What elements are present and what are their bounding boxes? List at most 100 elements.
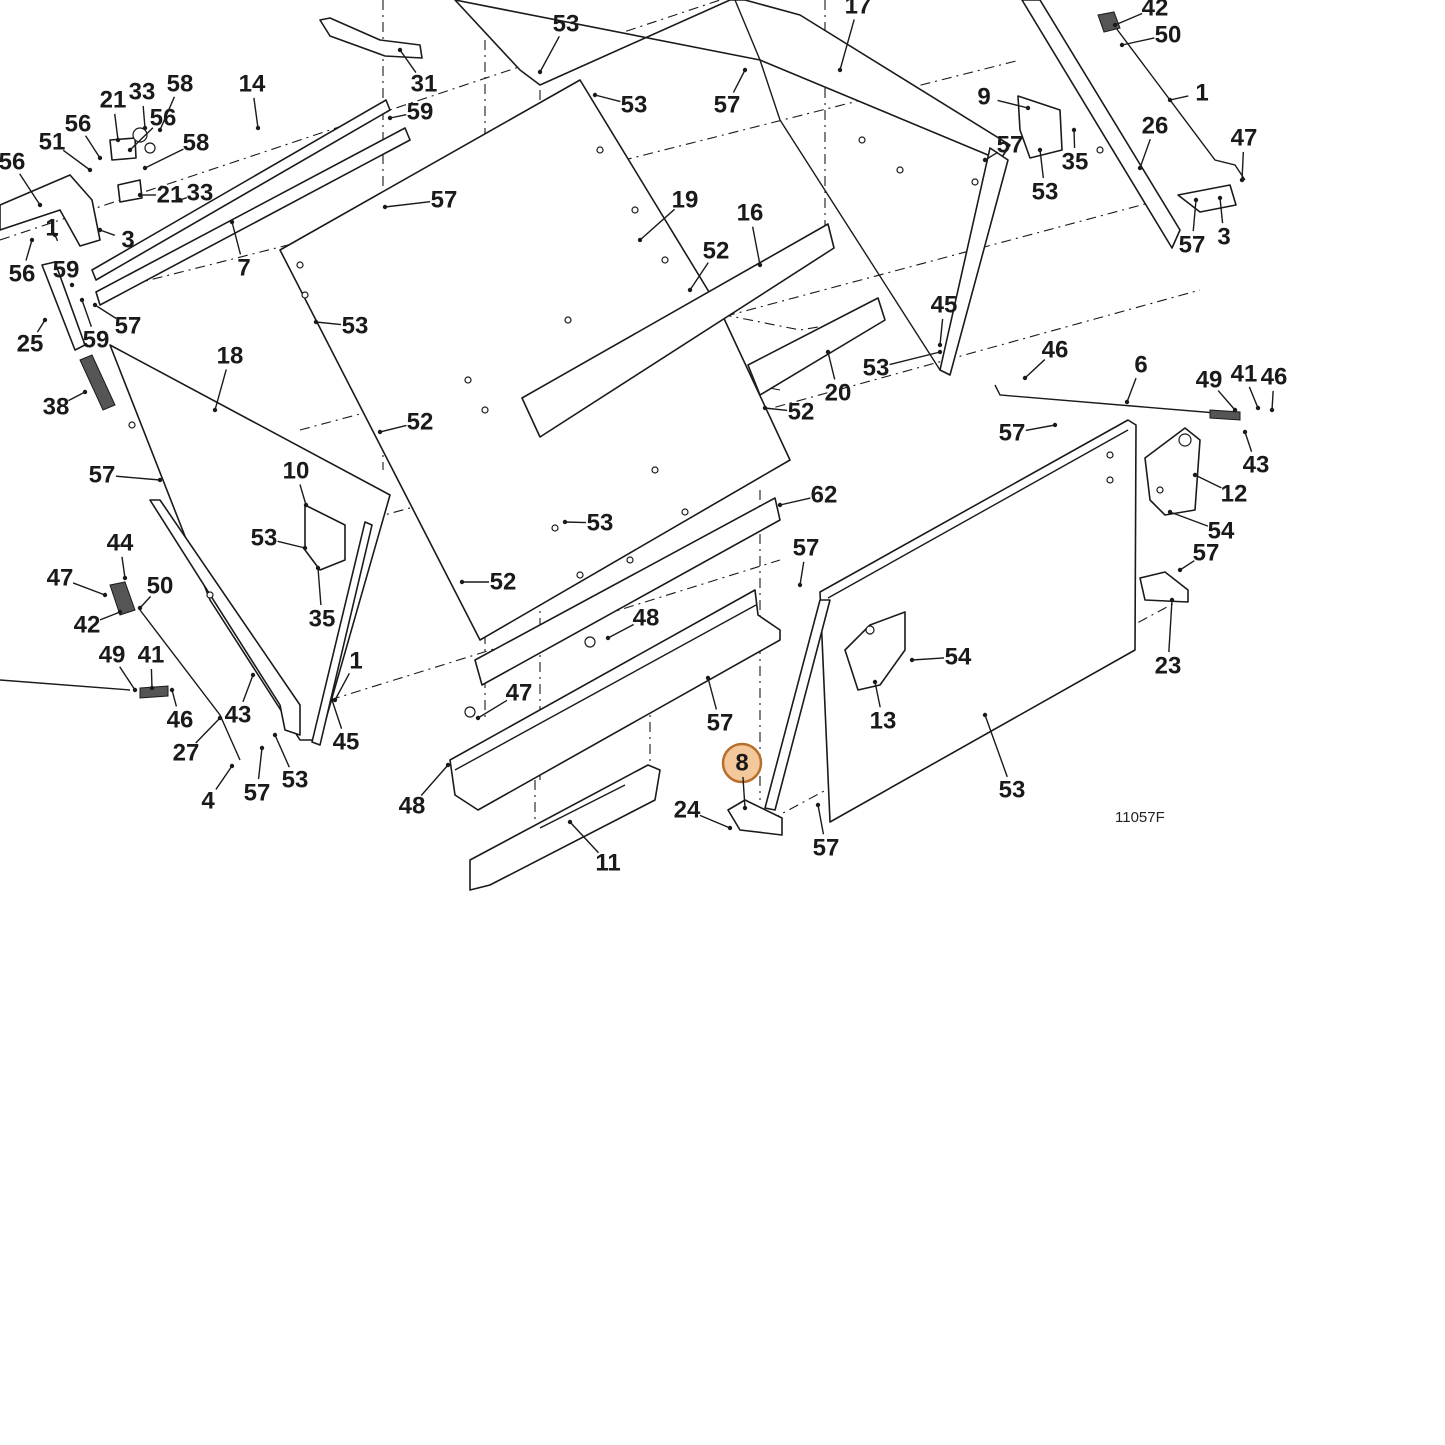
callout-leader: [984, 151, 999, 161]
part-6-rod: [994, 384, 1241, 416]
callout-leader-end: [397, 47, 403, 53]
callout-label: 47: [506, 680, 533, 707]
highlight-marker: [721, 742, 763, 784]
callout-label: 53: [621, 92, 648, 119]
callout-leader-end: [169, 687, 175, 693]
callout-leader-end: [97, 155, 103, 161]
part-56-bracket-left: [0, 174, 101, 247]
part-13-bracket: [844, 611, 906, 691]
callout-leader: [1025, 424, 1056, 432]
callout-label: 57: [431, 187, 458, 214]
callout-leader: [119, 666, 136, 691]
callout-leader: [689, 262, 709, 291]
callout-label: 33: [129, 79, 156, 106]
callout-leader-end: [142, 125, 148, 131]
callout-leader: [751, 226, 761, 266]
callout-label: 43: [225, 702, 252, 729]
callout-label: 24: [674, 797, 701, 824]
callout-leader: [939, 318, 944, 346]
callout-label: 57: [997, 132, 1024, 159]
callout-leader-end: [687, 287, 693, 293]
callout-leader-end: [797, 582, 803, 588]
callout-leader-end: [272, 732, 278, 738]
part-14-rod: [91, 99, 391, 281]
callout-label: 50: [147, 573, 174, 600]
callout-label: 42: [1142, 0, 1169, 22]
callout-leader: [253, 97, 259, 129]
callout-label: 27: [173, 740, 200, 767]
callout-leader: [1194, 474, 1222, 489]
callout-leader-end: [217, 715, 223, 721]
callout-leader: [1271, 390, 1274, 411]
callout-leader-end: [157, 477, 163, 483]
callout-leader: [379, 424, 407, 433]
callout-leader-end: [69, 282, 75, 288]
part-8-fold: [454, 604, 757, 771]
callout-leader: [171, 689, 178, 707]
callout-leader: [420, 764, 449, 796]
callout-leader-end: [259, 745, 265, 751]
callout-leader-end: [1052, 422, 1058, 428]
callout-leader-end: [117, 609, 123, 615]
callout-leader-end: [742, 805, 748, 811]
callout-leader: [707, 677, 718, 710]
callout-leader-end: [42, 317, 48, 323]
callout-leader: [742, 776, 746, 809]
callout-leader: [384, 200, 431, 208]
part-26-rail: [1021, 0, 1181, 249]
callout-label: 57: [115, 313, 142, 340]
callout-label: 44: [107, 530, 134, 557]
callout-label: 1: [45, 215, 58, 242]
part-9-bracket: [1017, 95, 1063, 159]
callout-leader-end: [1239, 177, 1245, 183]
callout-label: 21: [100, 87, 127, 114]
callout-leader: [299, 484, 307, 506]
callout-leader-end: [387, 115, 393, 121]
callout-leader-end: [92, 302, 98, 308]
callout-label: 10: [283, 458, 310, 485]
callout-leader: [331, 699, 343, 729]
callout-label: 13: [870, 708, 897, 735]
callout-leader: [607, 623, 634, 639]
callout-leader-end: [825, 349, 831, 355]
part-61-channel: [469, 764, 661, 891]
callout-leader-end: [177, 197, 183, 203]
callout-leader: [257, 747, 263, 780]
callout-leader: [779, 497, 811, 506]
callout-leader-end: [705, 675, 711, 681]
callout-leader: [1114, 12, 1143, 26]
callout-label: 21: [157, 182, 184, 209]
callout-leader: [142, 105, 146, 129]
callout-leader-end: [1192, 472, 1198, 478]
callout-leader-end: [937, 349, 943, 355]
callout-leader: [150, 668, 153, 689]
callout-label: 52: [788, 399, 815, 426]
callout-leader-end: [102, 592, 108, 598]
part-17-top-panel: [454, 0, 1011, 161]
callout-label: 18: [217, 343, 244, 370]
callout-leader-end: [1025, 105, 1031, 111]
callout-label: 7: [237, 255, 250, 282]
callout-leader: [129, 127, 154, 151]
callout-label: 47: [47, 565, 74, 592]
callout-label: 53: [1032, 179, 1059, 206]
callout-leader-end: [149, 685, 155, 691]
callout-leader: [911, 657, 945, 661]
callout-leader: [1244, 431, 1253, 452]
part-11-flange: [827, 429, 1129, 599]
callout-label: 9: [977, 84, 990, 111]
callout-leader-end: [1255, 405, 1261, 411]
callout-label: 3: [1217, 224, 1230, 251]
callout-leader: [1179, 560, 1195, 571]
assembly-line: [329, 289, 1201, 531]
callout-label: 53: [999, 777, 1026, 804]
callout-label: 49: [99, 642, 126, 669]
callout-leader: [827, 351, 836, 380]
part-42-spring: [1097, 11, 1121, 33]
part-45-upright-right: [939, 147, 1009, 376]
callout-leader: [139, 595, 152, 609]
callout-leader-end: [1177, 567, 1183, 573]
callout-leader: [1073, 129, 1076, 149]
callout-leader: [317, 567, 322, 606]
